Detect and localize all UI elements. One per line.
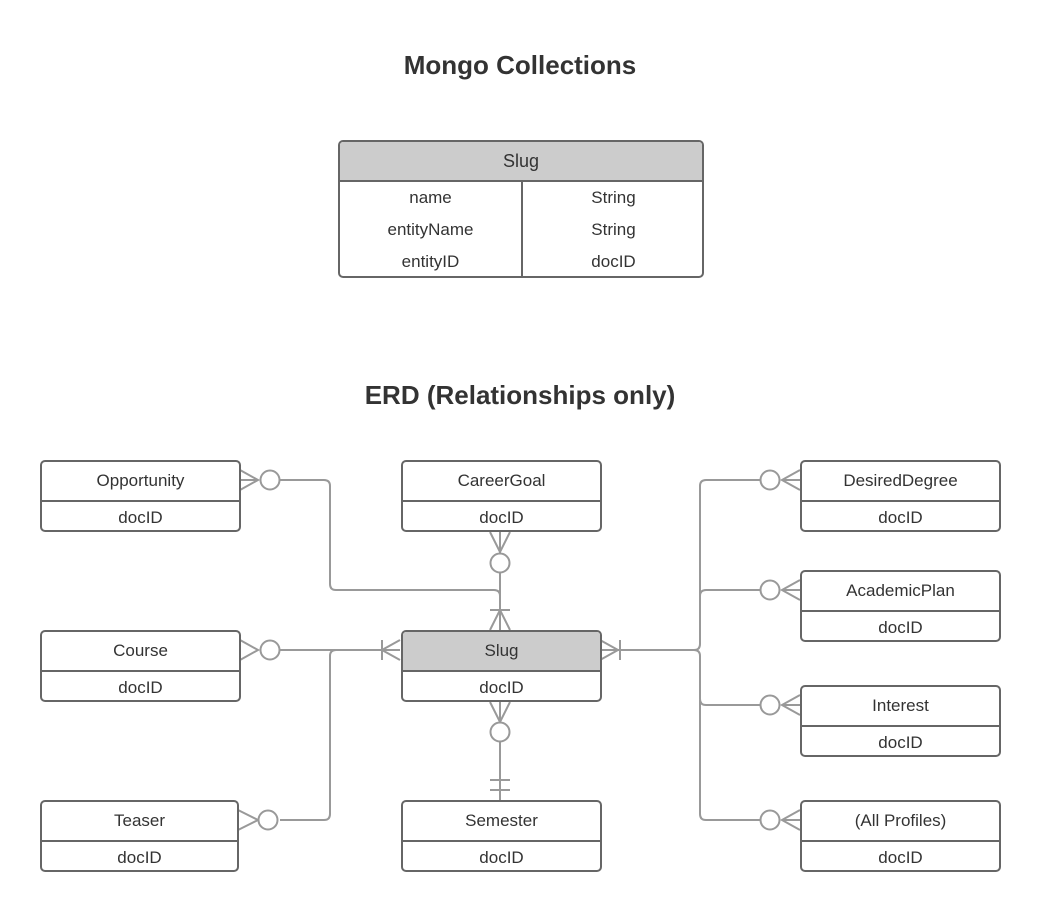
entity-field: docID — [878, 508, 923, 527]
entity-name: CareerGoal — [403, 462, 600, 502]
slug-collection-table: Slug name String entityName String entit… — [338, 140, 704, 278]
field-row: name String — [340, 182, 702, 214]
entity-opportunity: Opportunity docID — [40, 460, 241, 532]
entity-field: docID — [117, 848, 162, 867]
one-many-slug-top — [489, 607, 511, 631]
field-type: String — [591, 220, 636, 239]
entity-academicplan: AcademicPlan docID — [800, 570, 1001, 642]
entity-field: docID — [479, 508, 524, 527]
entity-interest: Interest docID — [800, 685, 1001, 757]
one-many-slug-right — [599, 639, 621, 661]
entity-name: Opportunity — [42, 462, 239, 502]
entity-name: Slug — [403, 632, 600, 672]
entity-desireddegree: DesiredDegree docID — [800, 460, 1001, 532]
link-opportunity — [280, 479, 501, 630]
field-name: entityName — [387, 220, 474, 239]
entity-field: docID — [479, 848, 524, 867]
one-one-semester — [490, 779, 510, 791]
link-right-trunk — [600, 479, 760, 651]
crowfoot-desireddegree — [779, 469, 801, 491]
erd-title: ERD (Relationships only) — [364, 380, 676, 410]
field-name: entityID — [401, 252, 460, 271]
field-row: entityName String — [340, 214, 702, 246]
entity-careergoal: CareerGoal docID — [401, 460, 602, 532]
link-allprofiles — [699, 700, 760, 821]
optional-circle-desireddegree — [759, 469, 781, 491]
entity-teaser: Teaser docID — [40, 800, 239, 872]
entity-name: Course — [42, 632, 239, 672]
entity-course: Course docID — [40, 630, 241, 702]
entity-name: Interest — [802, 687, 999, 727]
optional-circle-careergoal — [489, 552, 511, 574]
entity-name: Teaser — [42, 802, 237, 842]
entity-field: docID — [479, 678, 524, 697]
entity-name: Semester — [403, 802, 600, 842]
optional-circle-academicplan — [759, 579, 781, 601]
one-many-slug-left — [379, 639, 401, 661]
link-interest — [693, 649, 760, 706]
optional-circle-interest — [759, 694, 781, 716]
optional-circle-course — [259, 639, 281, 661]
entity-name: DesiredDegree — [802, 462, 999, 502]
entity-slug: Slug docID — [401, 630, 602, 702]
field-row: entityID docID — [340, 246, 702, 276]
collection-name: Slug — [340, 142, 702, 182]
crowfoot-course — [239, 639, 261, 661]
entity-field: docID — [118, 678, 163, 697]
column-divider — [521, 182, 523, 276]
entity-name: AcademicPlan — [802, 572, 999, 612]
optional-circle-allprofiles — [759, 809, 781, 831]
crowfoot-academicplan — [779, 579, 801, 601]
field-type: String — [591, 188, 636, 207]
optional-circle-teaser — [257, 809, 279, 831]
field-type: docID — [591, 252, 636, 271]
collections-title: Mongo Collections — [403, 50, 637, 80]
link-teaser — [280, 649, 337, 821]
collection-fields: name String entityName String entityID d… — [340, 182, 702, 276]
crowfoot-opportunity — [239, 469, 261, 491]
crowfoot-teaser — [237, 809, 261, 831]
entity-field: docID — [878, 848, 923, 867]
crowfoot-allprofiles — [779, 809, 801, 831]
optional-circle-slug-bottom — [489, 721, 511, 743]
field-name: name — [409, 188, 452, 207]
entity-field: docID — [878, 733, 923, 752]
crowfoot-interest — [779, 694, 801, 716]
link-academicplan — [699, 589, 760, 597]
entity-semester: Semester docID — [401, 800, 602, 872]
optional-circle-opportunity — [259, 469, 281, 491]
entity-field: docID — [878, 618, 923, 637]
entity-field: docID — [118, 508, 163, 527]
entity-name: (All Profiles) — [802, 802, 999, 842]
crowfoot-careergoal — [489, 531, 511, 555]
entity-allprofiles: (All Profiles) docID — [800, 800, 1001, 872]
